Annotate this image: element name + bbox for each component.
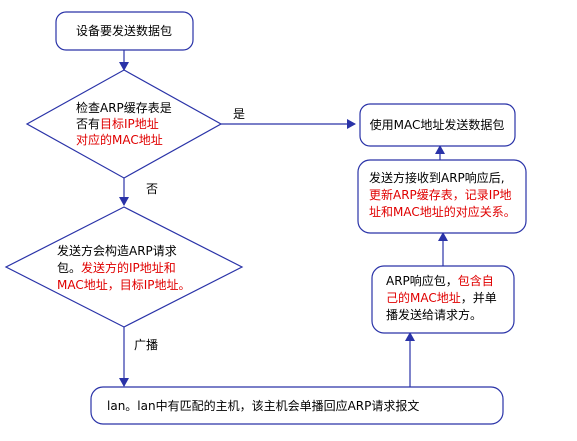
node-arp-reply-line3: 播发送给请求方。: [386, 307, 482, 322]
node-arp-reply-line1: ARP响应包，包含自: [386, 273, 494, 288]
node-update-cache-line1: 发送方接收到ARP响应后,: [369, 170, 505, 185]
decision-check-cache: [25, 69, 223, 179]
node-update-cache-line2: 更新ARP缓存表，记录IP地: [369, 187, 512, 202]
node-start: [55, 11, 194, 51]
node-start-text: 设备要发送数据包: [76, 23, 172, 38]
node-arp-reply: [371, 265, 515, 334]
decision-check-cache-line3: 对应的MAC地址: [76, 132, 163, 147]
node-update-cache-line3: 址和MAC地址的对应关系。: [369, 204, 516, 219]
node-build-request-line2: 包。发送方的IP地址和: [57, 260, 176, 275]
node-build-request-line3: MAC地址，目标IP地址。: [57, 278, 191, 292]
node-build-request: [4, 206, 244, 328]
node-send-mac-text: 使用MAC地址发送数据包: [370, 117, 505, 132]
node-arp-reply-line2: 己的MAC地址，并单: [386, 290, 497, 305]
label-broadcast: 广播: [134, 338, 158, 352]
decision-check-cache-line1: 检查ARP缓存表是: [76, 100, 172, 115]
node-update-cache: [357, 159, 527, 234]
decision-check-cache-line2: 否有目标IP地址: [76, 117, 159, 131]
node-lan: [90, 386, 504, 425]
node-lan-text: lan。lan中有匹配的主机，该主机会单播回应ARP请求报文: [107, 398, 419, 413]
label-no: 否: [146, 182, 158, 196]
node-send-mac: [359, 103, 516, 147]
node-build-request-line1: 发送方会构造ARP请求: [57, 243, 177, 258]
label-yes: 是: [233, 107, 245, 121]
